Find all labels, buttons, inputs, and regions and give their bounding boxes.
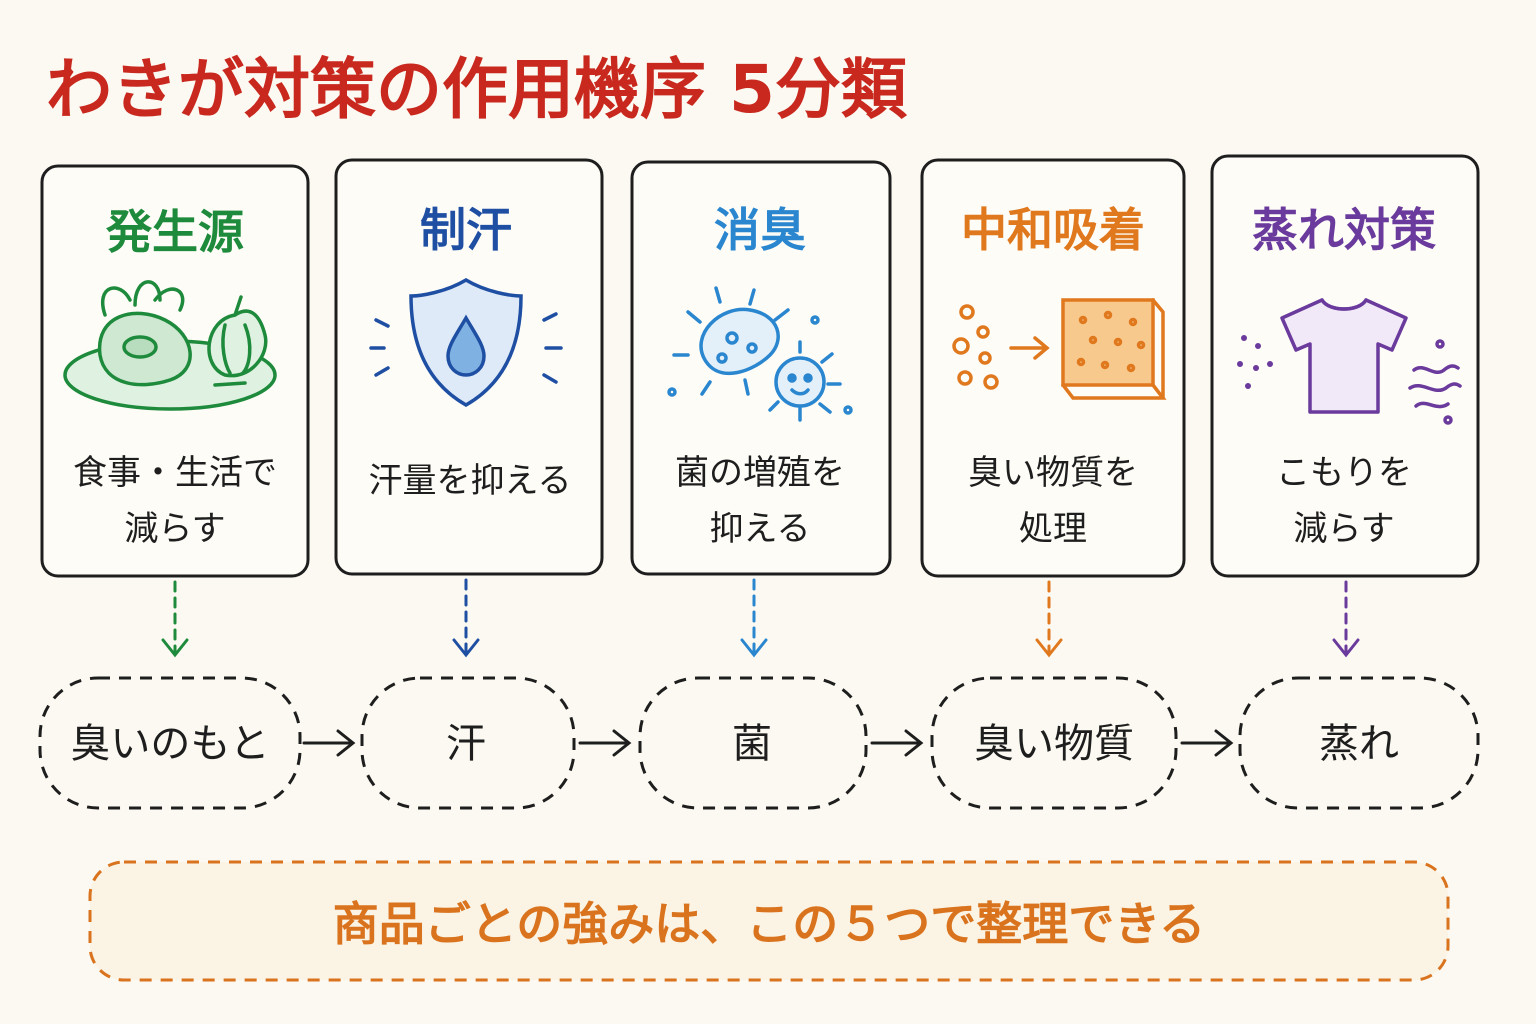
chain-node-bacteria: 菌 <box>638 676 868 810</box>
chain-arrow <box>870 729 924 757</box>
chain-node-odor-substance: 臭い物質 <box>930 676 1178 810</box>
card-description-line1: 食事・生活で <box>73 453 277 493</box>
category-cards: 発生源 食事・生活で 減らす 制汗 汗量を抑える <box>40 154 1480 578</box>
connector-source <box>161 580 189 658</box>
connector-antiperspirant <box>452 578 480 658</box>
chain-node-label: 臭い物質 <box>974 721 1134 767</box>
food-icon <box>63 280 277 411</box>
card-antiperspirant: 制汗 汗量を抑える <box>334 158 604 576</box>
page-title: わきが対策の作用機序 5分類 <box>46 51 908 128</box>
cause-chain: 臭いのもと 汗 菌 臭い物質 蒸れ <box>38 676 1480 810</box>
card-title: 蒸れ対策 <box>1252 203 1436 257</box>
chain-node-odor-source: 臭いのもと <box>38 676 302 810</box>
card-title: 中和吸着 <box>961 203 1145 257</box>
chain-node-label: 蒸れ <box>1319 721 1399 767</box>
card-description-line2: 減らす <box>1293 509 1394 549</box>
tshirt-icon <box>1237 298 1462 425</box>
shield-drop-icon <box>369 277 563 408</box>
card-title: 制汗 <box>420 203 512 257</box>
card-description-line1: 汗量を抑える <box>369 461 572 501</box>
card-frame <box>920 158 1186 578</box>
card-description-line1: こもりを <box>1276 453 1412 493</box>
card-neutralize: 中和吸着 臭い物質を 処理 <box>920 158 1186 578</box>
card-deodorant: 消臭 菌の増殖を 抑える <box>630 160 892 576</box>
card-title: 消臭 <box>714 203 806 257</box>
connector-neutralize <box>1035 580 1063 658</box>
chain-node-label: 菌 <box>732 721 772 767</box>
card-description-line2: 処理 <box>1019 509 1087 549</box>
summary-text: 商品ごとの強みは、この５つで整理できる <box>333 897 1206 951</box>
chain-arrow <box>1180 729 1234 757</box>
connector-deodorant <box>740 578 768 658</box>
card-frame <box>630 160 892 576</box>
chain-node-label: 汗 <box>446 721 486 767</box>
card-humidity: 蒸れ対策 こもりを 減らす <box>1210 154 1480 578</box>
chain-arrow <box>578 729 632 757</box>
card-description-line2: 減らす <box>124 509 225 549</box>
card-description-line1: 菌の増殖を <box>675 453 845 493</box>
connector-humidity <box>1332 580 1360 658</box>
chain-node-humidity: 蒸れ <box>1238 676 1480 810</box>
chain-node-label: 臭いのもと <box>70 721 269 767</box>
chain-node-sweat: 汗 <box>360 676 576 810</box>
sponge-icon <box>952 298 1167 400</box>
card-source: 発生源 食事・生活で 減らす <box>40 164 310 578</box>
card-title: 発生源 <box>106 205 244 259</box>
card-description-line2: 抑える <box>710 509 811 549</box>
chain-arrow <box>302 729 356 757</box>
summary-frame <box>88 860 1450 982</box>
card-to-chain-connectors <box>161 578 1360 658</box>
bacteria-icon <box>667 286 853 422</box>
summary-box: 商品ごとの強みは、この５つで整理できる <box>88 860 1450 982</box>
card-description-line1: 臭い物質を <box>968 453 1138 493</box>
